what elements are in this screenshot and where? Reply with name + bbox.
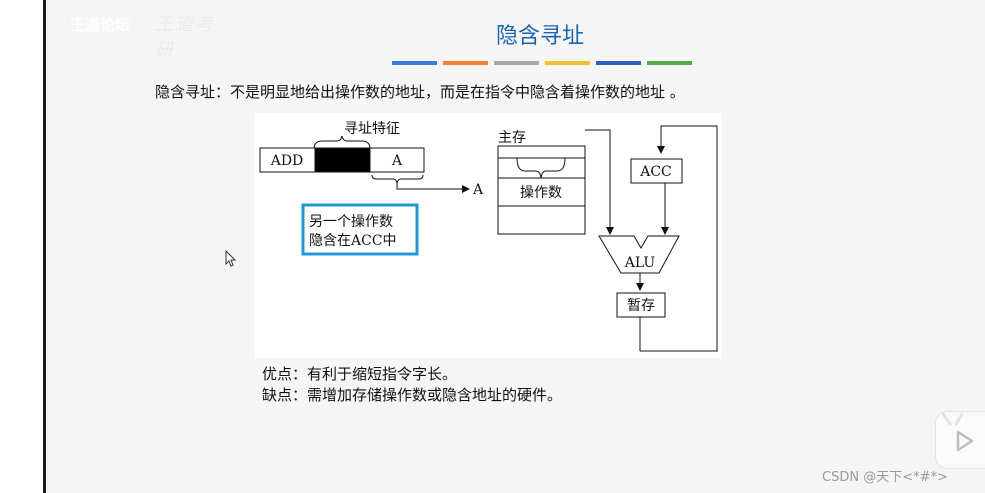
slide-title: 隐含寻址 (495, 24, 584, 49)
temp-label: 暂存 (627, 298, 655, 314)
address-field-label: A (391, 153, 403, 169)
feedback-arrow (640, 125, 718, 352)
note-line2: 隐含在ACC中 (309, 233, 397, 249)
acc-box (630, 158, 683, 184)
operand-cell (497, 177, 586, 207)
stripe (443, 61, 488, 65)
opcode-box (259, 147, 316, 173)
description-text: 隐含寻址：不是明显地给出操作数的地址，而是在指令中隐含着操作数的地址 。 (155, 83, 685, 101)
title-stripes (392, 61, 692, 65)
alu-shape (598, 235, 680, 274)
address-brace (371, 174, 424, 184)
watermark: CSDN @天下<*#*> (822, 470, 948, 485)
memory-to-alu-arrow (585, 129, 614, 235)
operand-label: 操作数 (520, 185, 562, 201)
arrow-target-label: A (472, 182, 484, 198)
play-button[interactable] (935, 411, 985, 469)
alu-label: ALU (624, 255, 656, 271)
left-border-line (43, 0, 46, 493)
address-arrow (396, 183, 470, 193)
feature-label: 寻址特征 (344, 121, 400, 137)
logo-mark: 王道考研 (155, 14, 215, 61)
cons-text: 缺点：需增加存储操作数或隐含地址的硬件。 (262, 386, 563, 404)
stripe (494, 61, 539, 65)
diagram-svg: 寻址特征 ADD A A 另一个操作数 隐含在ACC中 主存 操作数 ACC (259, 121, 718, 352)
stripe (392, 61, 437, 65)
temp-box (616, 292, 666, 318)
stripe (545, 61, 590, 65)
pros-text: 优点：有利于缩短指令字长。 (262, 365, 458, 383)
opcode-label: ADD (270, 153, 304, 169)
stripe (596, 61, 641, 65)
note-line1: 另一个操作数 (309, 214, 393, 230)
note-box (301, 203, 419, 256)
feature-brace (313, 135, 371, 150)
left-margin (0, 0, 44, 493)
feature-field (314, 147, 371, 173)
acc-label: ACC (639, 164, 672, 180)
addressing-diagram: 寻址特征 ADD A A 另一个操作数 隐含在ACC中 主存 操作数 ACC (255, 113, 721, 358)
address-box (369, 147, 425, 173)
stripe (647, 61, 692, 65)
cursor-icon (225, 249, 237, 272)
play-icon (941, 412, 974, 452)
memory-label: 主存 (498, 130, 526, 146)
logo-text: 王道论坛 (70, 16, 131, 34)
pros-cons: 优点：有利于缩短指令字长。 缺点：需增加存储操作数或隐含地址的硬件。 (262, 364, 562, 406)
